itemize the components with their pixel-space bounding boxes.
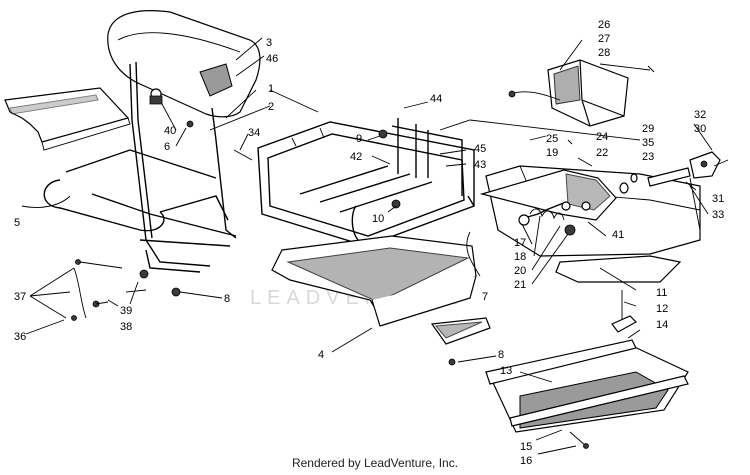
callout-28: 28: [598, 47, 610, 59]
callout-22: 22: [596, 147, 608, 159]
rear-rack: [257, 118, 475, 247]
callout-16: 16: [520, 455, 532, 467]
callout-18: 18: [514, 251, 526, 263]
callout-14: 14: [656, 319, 668, 331]
callout-32: 32: [694, 109, 706, 121]
callout-36: 36: [14, 331, 26, 343]
callout-24: 24: [596, 131, 608, 143]
callout-43: 43: [474, 159, 486, 171]
hitch-pin-assembly: [619, 151, 729, 194]
callout-37: 37: [14, 291, 26, 303]
callout-38: 38: [120, 321, 132, 333]
mud-flap-assembly: [485, 290, 689, 449]
callout-25: 25: [546, 133, 558, 145]
callout-45: 45: [474, 143, 486, 155]
tail-light: [508, 59, 655, 127]
callout-13: 13: [500, 365, 512, 377]
callout-10: 10: [372, 213, 384, 225]
backrest-pad: [107, 10, 261, 118]
callout-41: 41: [612, 229, 624, 241]
callout-8: 8: [224, 293, 230, 305]
callout-11: 11: [656, 287, 667, 299]
callout-31: 31: [712, 193, 724, 205]
callout-15: 15: [520, 441, 532, 453]
callout-30: 30: [694, 123, 706, 135]
callout-3: 3: [266, 37, 272, 49]
callout-9: 9: [356, 133, 362, 145]
callout-21: 21: [514, 279, 526, 291]
callout-27: 27: [598, 33, 610, 45]
callout-29: 29: [642, 123, 654, 135]
callout-5: 5: [14, 217, 20, 229]
callout-26: 26: [598, 19, 610, 31]
callout-39: 39: [120, 305, 132, 317]
callout-4: 4: [318, 349, 324, 361]
callout-44: 44: [430, 93, 442, 105]
leader-lines: [21, 37, 713, 455]
callout-42: 42: [350, 151, 362, 163]
callout-labels: 3 46 1 2 34 40 6 5 37 36 39 38 8 4 8 9 4…: [14, 19, 724, 467]
callout-33: 33: [712, 209, 724, 221]
callout-2: 2: [268, 101, 274, 113]
callout-6: 6: [164, 141, 170, 153]
render-credit: Rendered by LeadVenture, Inc.: [291, 456, 459, 470]
seat-cushion-pad: [4, 87, 131, 151]
seat-hardware: [71, 88, 253, 321]
callout-46: 46: [266, 53, 278, 65]
callout-12: 12: [656, 303, 668, 315]
callout-40: 40: [164, 125, 176, 137]
rack-base-plate: [271, 235, 491, 366]
hitch-bracket: [479, 157, 617, 236]
seat-frame: [43, 61, 237, 273]
callout-35: 35: [642, 137, 654, 149]
callout-19: 19: [546, 147, 558, 159]
callout-20: 20: [514, 265, 526, 277]
callout-7: 7: [482, 291, 488, 303]
callout-23: 23: [642, 151, 654, 163]
callout-17: 17: [514, 237, 526, 249]
callout-8b: 8: [498, 349, 504, 361]
callout-34: 34: [248, 127, 260, 139]
callout-1: 1: [268, 83, 274, 95]
